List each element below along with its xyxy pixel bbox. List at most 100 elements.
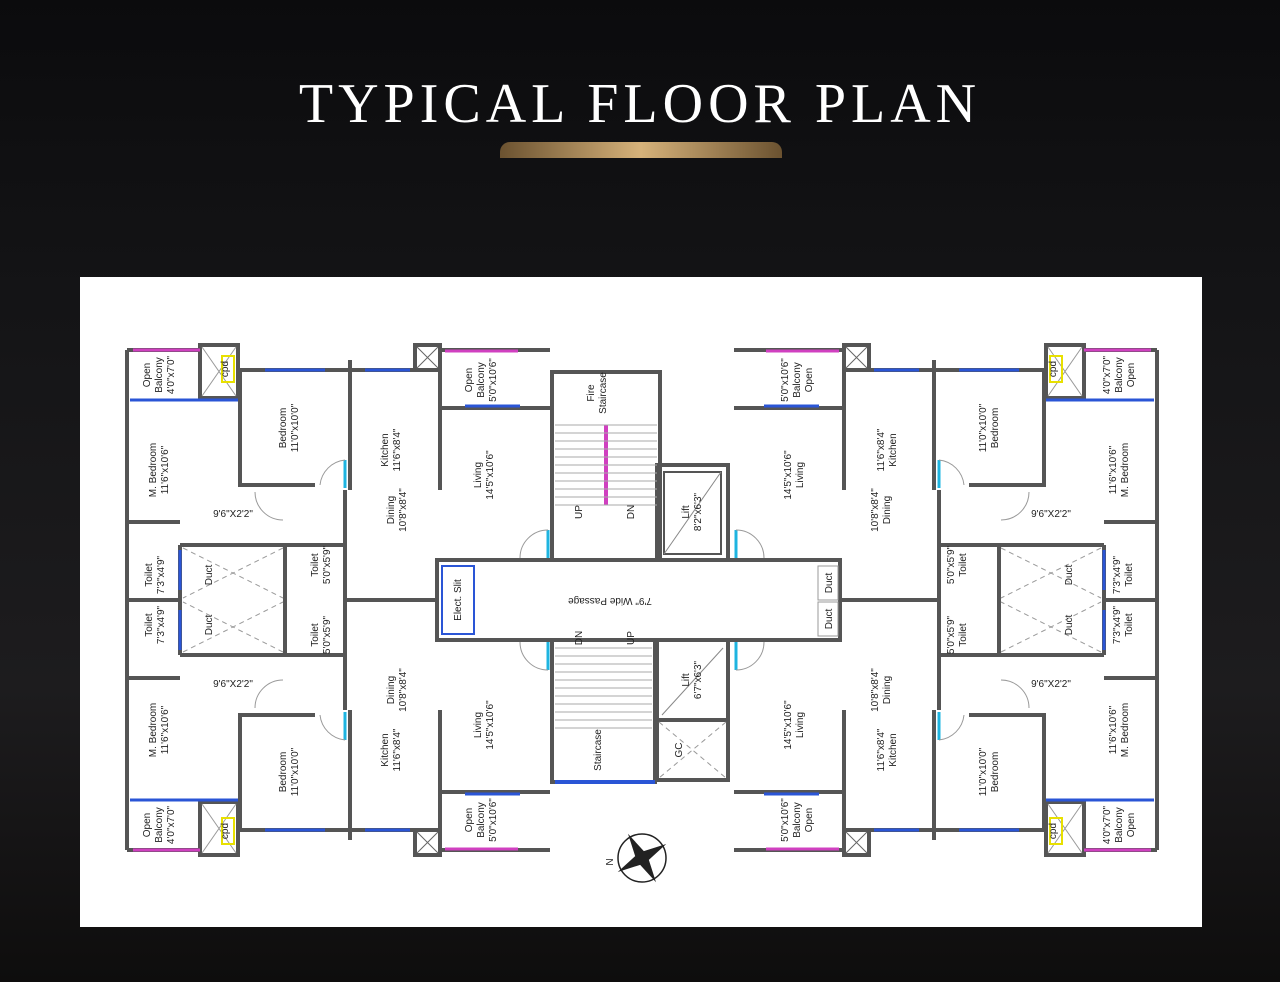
room-label: 11'0"x10'0" bbox=[978, 747, 989, 796]
page-title: TYPICAL FLOOR PLAN bbox=[298, 73, 982, 135]
room-label: M. Bedroom bbox=[148, 703, 159, 757]
room-label: Bedroom bbox=[990, 408, 1001, 449]
room-label: cpd bbox=[220, 823, 231, 839]
room-label: Open bbox=[464, 808, 475, 832]
room-label: Duct bbox=[204, 564, 215, 585]
lift-label: 8'2"x6'3" bbox=[693, 492, 704, 531]
room-label: Living bbox=[473, 462, 484, 488]
room-label: 7'3"x4'9" bbox=[1112, 605, 1123, 644]
room-label: cpd bbox=[1048, 823, 1059, 839]
room-label: cpd bbox=[220, 361, 231, 377]
fire-staircase-label: Fire bbox=[586, 384, 597, 402]
room-label: 9'6"X2'2" bbox=[213, 509, 253, 520]
gc-label: GC bbox=[674, 743, 685, 758]
room-label: Duct bbox=[1064, 614, 1075, 635]
room-label: Kitchen bbox=[380, 433, 391, 466]
room-label: 5'0"x5'9" bbox=[946, 545, 957, 584]
stair-dn-label: DN bbox=[574, 631, 585, 645]
room-label: Living bbox=[473, 712, 484, 738]
room-label: 11'6"x10'6" bbox=[1108, 705, 1119, 754]
room-label: 7'3"x4'9" bbox=[156, 605, 167, 644]
lift-label: Lift bbox=[681, 505, 692, 519]
room-label: 11'6"x10'6" bbox=[1108, 445, 1119, 494]
fire-staircase-label: Staircase bbox=[598, 372, 609, 414]
room-label: Open bbox=[1126, 813, 1137, 837]
room-label: Dining bbox=[882, 676, 893, 704]
room-label: 9'6"X2'2" bbox=[213, 679, 253, 690]
room-label: Open bbox=[804, 808, 815, 832]
room-label: M. Bedroom bbox=[1120, 443, 1131, 497]
room-label: Duct bbox=[204, 614, 215, 635]
lift-label: Lift bbox=[681, 673, 692, 687]
room-label: M. Bedroom bbox=[1120, 703, 1131, 757]
room-label: Toilet bbox=[310, 623, 321, 647]
north-label: N bbox=[603, 858, 614, 865]
room-label: 11'6"x8'4" bbox=[392, 428, 403, 471]
room-label: 4'0"x7'0" bbox=[166, 805, 177, 844]
room-label: 9'6"X2'2" bbox=[1031, 509, 1071, 520]
room-label: 5'0"x10'6" bbox=[780, 358, 791, 402]
stair-up-label: UP bbox=[574, 505, 585, 519]
room-label: 7'3"x4'9" bbox=[156, 555, 167, 594]
room-label: 7'3"x4'9" bbox=[1112, 555, 1123, 594]
stair-dn-label: DN bbox=[626, 505, 637, 519]
room-label: 5'0"x5'9" bbox=[946, 615, 957, 654]
room-label: Open bbox=[804, 368, 815, 392]
room-label: 14'5"x10'6" bbox=[485, 450, 496, 500]
stair-up-label: UP bbox=[626, 631, 637, 645]
room-label: 5'0"x10'6" bbox=[488, 798, 499, 842]
room-label: Open bbox=[142, 363, 153, 387]
floor-plan-panel bbox=[80, 277, 1202, 927]
room-label: Toilet bbox=[144, 563, 155, 587]
room-label: Bedroom bbox=[990, 752, 1001, 793]
north-compass: N bbox=[603, 833, 667, 883]
room-label: 11'6"x8'4" bbox=[392, 728, 403, 771]
room-label: 10'8"x8'4" bbox=[398, 488, 409, 532]
room-label: Balcony bbox=[476, 802, 487, 838]
room-label: Living bbox=[795, 462, 806, 488]
room-label: Kitchen bbox=[888, 733, 899, 766]
elect-slit-label: Elect. Slit bbox=[453, 579, 464, 621]
room-label: Balcony bbox=[1114, 807, 1125, 843]
lift-label: 6'7"x6'3" bbox=[693, 660, 704, 699]
room-label: 14'5"x10'6" bbox=[783, 700, 794, 750]
room-label: 10'8"x8'4" bbox=[870, 488, 881, 532]
room-label: Balcony bbox=[792, 802, 803, 838]
room-label: 9'6"X2'2" bbox=[1031, 679, 1071, 690]
room-label: Living bbox=[795, 712, 806, 738]
room-label: Toilet bbox=[310, 553, 321, 577]
room-label: Open bbox=[464, 368, 475, 392]
room-label: 10'8"x8'4" bbox=[870, 668, 881, 712]
staircase-label: Staircase bbox=[593, 729, 604, 771]
room-label: Toilet bbox=[958, 553, 969, 577]
room-label: 4'0"x7'0" bbox=[166, 355, 177, 394]
duct-label: Duct bbox=[824, 572, 835, 593]
room-label: 5'0"x5'9" bbox=[322, 545, 333, 584]
room-label: Bedroom bbox=[278, 752, 289, 793]
room-label: Bedroom bbox=[278, 408, 289, 449]
passage-label: 7'9" Wide Passage bbox=[568, 595, 652, 606]
room-label: 5'0"x10'6" bbox=[488, 358, 499, 402]
core bbox=[345, 370, 938, 784]
room-label: Balcony bbox=[154, 807, 165, 843]
room-label: M. Bedroom bbox=[148, 443, 159, 497]
room-label: Kitchen bbox=[888, 433, 899, 466]
room-label: 4'0"x7'0" bbox=[1102, 355, 1113, 394]
room-label: 5'0"x10'6" bbox=[780, 798, 791, 842]
room-label: 11'0"x10'0" bbox=[290, 747, 301, 796]
room-label: Toilet bbox=[1124, 613, 1135, 637]
room-label: Dining bbox=[386, 676, 397, 704]
room-label: 4'0"x7'0" bbox=[1102, 805, 1113, 844]
room-label: 14'5"x10'6" bbox=[485, 700, 496, 750]
room-label: Open bbox=[1126, 363, 1137, 387]
room-label: 5'0"x5'9" bbox=[322, 615, 333, 654]
room-label: Dining bbox=[882, 496, 893, 524]
title-underline bbox=[500, 142, 782, 158]
room-label: 11'6"x10'6" bbox=[160, 705, 171, 754]
room-label: 10'8"x8'4" bbox=[398, 668, 409, 712]
room-label: 14'5"x10'6" bbox=[783, 450, 794, 500]
room-label: Duct bbox=[1064, 564, 1075, 585]
room-label: 11'0"x10'0" bbox=[978, 403, 989, 452]
room-label: Kitchen bbox=[380, 733, 391, 766]
